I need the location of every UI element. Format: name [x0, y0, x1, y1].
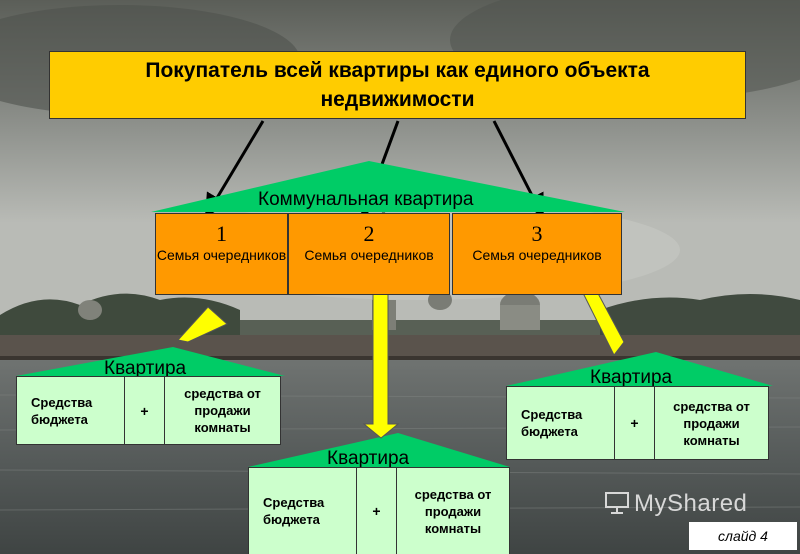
apartment-label-1: Квартира — [104, 358, 187, 379]
room-sale-funds: средства от продажи комнаты — [184, 386, 261, 435]
pointer-to-apartment-2 — [362, 292, 400, 439]
family-text: Семья очередников — [304, 247, 434, 263]
plus-sign: + — [125, 377, 165, 444]
pointer-to-apartment-1 — [177, 306, 228, 343]
presentation-board-icon — [604, 491, 630, 515]
apartment-box-2: Средства бюджета + средства от продажи к… — [248, 467, 510, 554]
apartment-label-3: Квартира — [590, 367, 673, 388]
room-sale-funds: средства от продажи комнаты — [414, 486, 492, 536]
roof-apartment-3 — [506, 352, 773, 386]
roof-communal — [151, 161, 625, 212]
plus-sign: + — [357, 468, 397, 554]
family-box-1: 1 Семья очередников — [155, 213, 288, 295]
budget-funds: Средства бюджета — [17, 377, 125, 444]
apartment-box-1: Средства бюджета + средства от продажи к… — [16, 376, 281, 445]
buyer-title-text: Покупатель всей квартиры как единого объ… — [145, 59, 650, 111]
family-text: Семья очередников — [472, 247, 602, 263]
family-box-2: 2 Семья очередников — [288, 213, 450, 295]
room-sale-funds: средства от продажи комнаты — [673, 398, 750, 448]
family-number: 1 — [216, 221, 227, 246]
slide-number-label: слайд 4 — [689, 522, 797, 550]
roof-apartment-1 — [16, 347, 285, 376]
budget-funds: Средства бюджета — [507, 387, 615, 459]
myshared-watermark: MyShared — [604, 490, 747, 518]
family-number: 3 — [531, 221, 543, 246]
plus-sign: + — [615, 387, 655, 459]
buyer-title-box: Покупатель всей квартиры как единого объ… — [49, 51, 746, 119]
watermark-text: MyShared — [634, 490, 748, 517]
roof-apartment-2 — [248, 433, 510, 467]
family-box-3: 3 Семья очередников — [452, 213, 622, 295]
apartment-label-2: Квартира — [327, 448, 410, 469]
family-number: 2 — [363, 221, 375, 246]
family-text: Семья очередников — [156, 247, 287, 263]
budget-funds: Средства бюджета — [249, 468, 357, 554]
communal-apartment-label: Коммунальная квартира — [258, 189, 474, 210]
apartment-box-3: Средства бюджета + средства от продажи к… — [506, 386, 769, 460]
